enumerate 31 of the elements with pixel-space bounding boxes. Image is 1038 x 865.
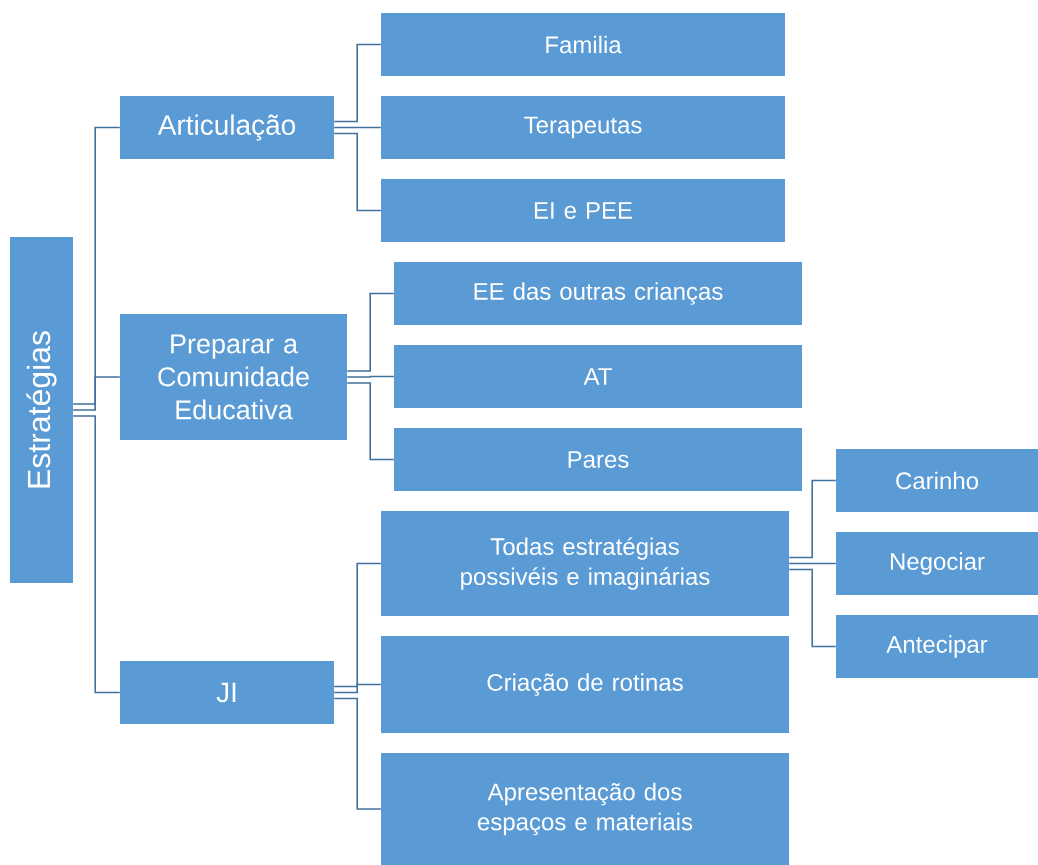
connector xyxy=(72,415,121,694)
connector xyxy=(333,126,382,129)
connector xyxy=(346,382,395,461)
connector xyxy=(788,479,837,559)
item-box: EI e PEE xyxy=(381,179,785,242)
item-box: Criação de rotinas xyxy=(381,636,789,733)
item-box: Apresentação dos espaços e materiais xyxy=(381,753,789,865)
connector xyxy=(72,376,121,411)
item-box: Negociar xyxy=(836,532,1038,595)
connector xyxy=(346,292,395,372)
category-box: Estratégias xyxy=(10,237,73,583)
connector xyxy=(333,562,382,688)
category-box: Articulação xyxy=(120,96,334,159)
item-box: Todas estratégias possivéis e imaginárias xyxy=(381,511,789,616)
item-box: AT xyxy=(394,345,802,408)
category-box: Preparar a Comunidade Educativa xyxy=(120,314,347,440)
connector xyxy=(333,697,382,810)
connector xyxy=(333,132,382,212)
item-box: Pares xyxy=(394,428,802,491)
connector xyxy=(346,375,395,378)
item-box: Familia xyxy=(381,13,785,76)
item-box: EE das outras crianças xyxy=(394,262,802,325)
item-box: Carinho xyxy=(836,449,1038,512)
connector xyxy=(788,568,837,648)
connector xyxy=(333,43,382,123)
item-box: Antecipar xyxy=(836,615,1038,678)
connector xyxy=(333,683,382,694)
connector xyxy=(72,126,121,405)
category-box: JI xyxy=(120,661,334,724)
item-box: Terapeutas xyxy=(381,96,785,159)
connector xyxy=(788,562,837,565)
